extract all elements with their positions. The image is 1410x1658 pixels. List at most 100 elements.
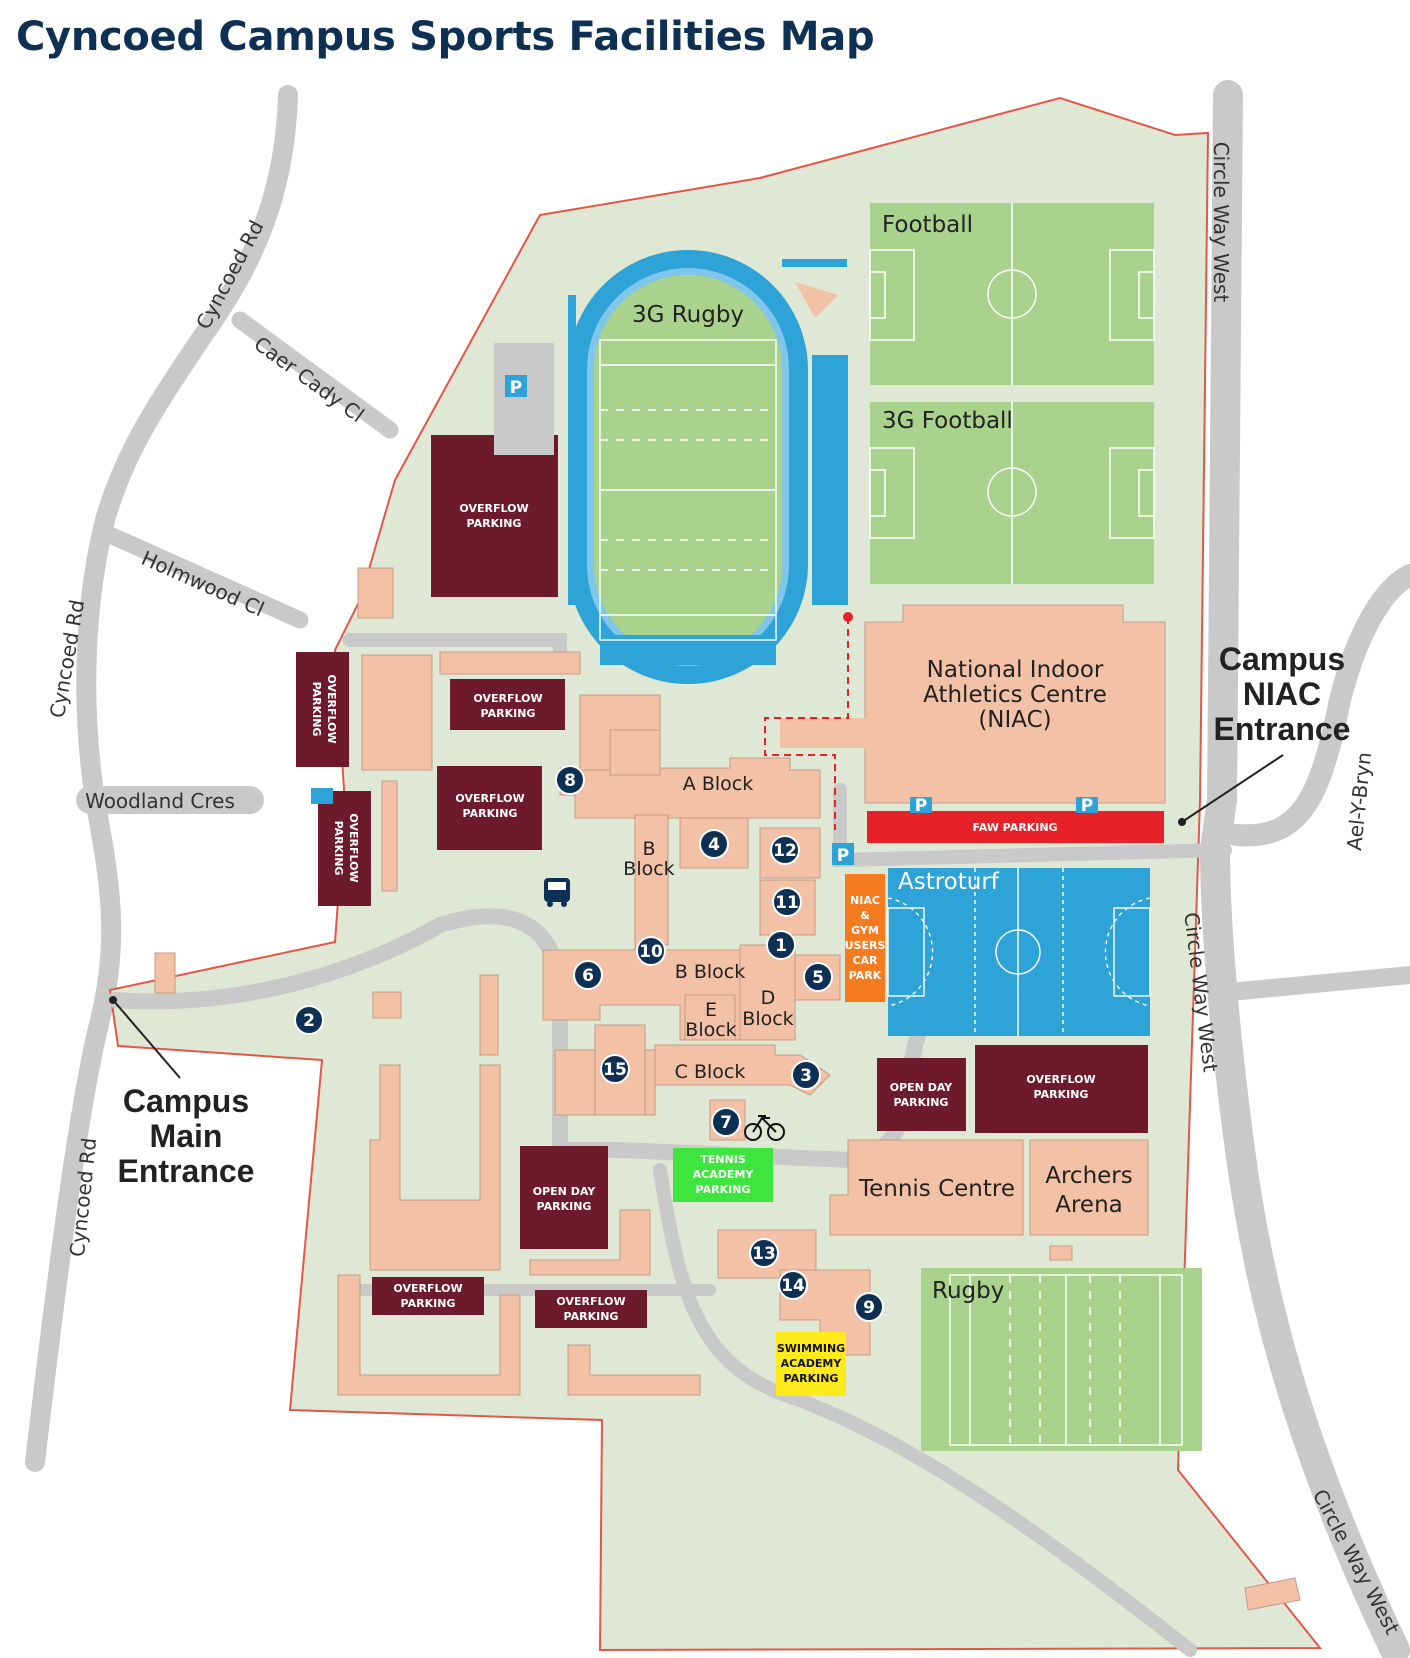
svg-text:12: 12	[773, 841, 797, 861]
archers-arena: Archers Arena	[1029, 1139, 1149, 1236]
parking-p-icon: P	[832, 843, 854, 866]
b-block-main-label: B Block	[675, 961, 745, 983]
svg-text:3: 3	[800, 1066, 812, 1086]
marker-12[interactable]: 12	[770, 835, 800, 865]
b-block-label-line1: B	[642, 838, 655, 860]
rugby-pitch: Rugby	[921, 1245, 1202, 1451]
marker-2[interactable]: 2	[294, 1005, 324, 1035]
e-block-label-line2: Block	[685, 1019, 736, 1041]
svg-text:2: 2	[303, 1011, 315, 1031]
svg-text:OPEN DAY: OPEN DAY	[533, 1185, 597, 1198]
marker-7[interactable]: 7	[711, 1107, 741, 1137]
marker-14[interactable]: 14	[778, 1270, 808, 1300]
overflow-parking-vertical-1: OVERFLOW PARKING	[296, 652, 349, 767]
faw-parking-label: FAW PARKING	[972, 821, 1057, 834]
football-label: Football	[882, 212, 973, 238]
main-entrance-line3: Entrance	[118, 1153, 255, 1189]
swimming-academy-parking: SWIMMING ACADEMY PARKING	[776, 1332, 846, 1396]
svg-text:OVERFLOW: OVERFLOW	[455, 792, 524, 805]
svg-text:P: P	[837, 846, 849, 866]
open-day-parking-2: OPEN DAY PARKING	[520, 1146, 608, 1249]
svg-text:OPEN DAY: OPEN DAY	[890, 1081, 954, 1094]
niac-entrance-line1: Campus	[1219, 641, 1345, 677]
svg-text:9: 9	[863, 1298, 875, 1318]
svg-text:PARKING: PARKING	[463, 807, 518, 820]
svg-text:P: P	[915, 796, 927, 816]
svg-text:PARKING: PARKING	[310, 682, 323, 737]
overflow-parking-6: OVERFLOW PARKING	[535, 1290, 647, 1328]
niac-gym-line4: USERS	[845, 939, 886, 952]
marker-15[interactable]: 15	[600, 1054, 630, 1084]
overflow-parking-vertical-2: OVERFLOW PARKING	[318, 791, 371, 906]
residence-buildings	[154, 567, 1301, 1611]
external-roads	[25, 80, 1410, 1658]
d-block-building	[739, 944, 796, 1041]
niac-entrance-line2: NIAC	[1243, 676, 1321, 712]
svg-text:OVERFLOW: OVERFLOW	[325, 674, 338, 743]
marker-11[interactable]: 11	[772, 887, 802, 917]
svg-text:7: 7	[720, 1113, 732, 1133]
svg-text:OVERFLOW: OVERFLOW	[556, 1295, 625, 1308]
rugby-3g-label: 3G Rugby	[632, 302, 744, 328]
niac-gym-line6: PARK	[849, 969, 882, 982]
svg-text:OVERFLOW: OVERFLOW	[1026, 1073, 1095, 1086]
svg-text:4: 4	[708, 835, 720, 855]
marker-6[interactable]: 6	[573, 960, 603, 990]
archers-label-line2: Arena	[1055, 1192, 1123, 1218]
tennis-academy-parking: TENNIS ACADEMY PARKING	[673, 1148, 773, 1202]
link-road	[1221, 966, 1410, 1001]
d-block-label-line1: D	[761, 987, 776, 1009]
track-straight-east	[812, 355, 848, 605]
niac-label-line3: (NIAC)	[978, 707, 1051, 733]
svg-text:ACADEMY: ACADEMY	[693, 1168, 755, 1181]
ael-y-bryn-road	[1225, 564, 1410, 847]
svg-text:OVERFLOW: OVERFLOW	[393, 1282, 462, 1295]
svg-text:15: 15	[603, 1060, 627, 1080]
marker-13[interactable]: 13	[749, 1238, 779, 1268]
rugby-label: Rugby	[932, 1278, 1004, 1304]
svg-text:OVERFLOW: OVERFLOW	[347, 813, 360, 882]
marker-1[interactable]: 1	[766, 930, 796, 960]
marker-10[interactable]: 10	[636, 936, 666, 966]
svg-text:13: 13	[752, 1244, 776, 1264]
niac-label-line1: National Indoor	[927, 657, 1104, 683]
parking-p-icon	[311, 788, 333, 804]
football-3g-label: 3G Football	[882, 408, 1013, 434]
overflow-parking-3: OVERFLOW PARKING	[437, 766, 542, 850]
rugby-3g-stadium: 3G Rugby	[568, 250, 848, 684]
svg-text:OVERFLOW: OVERFLOW	[459, 502, 528, 515]
svg-text:ACADEMY: ACADEMY	[781, 1357, 843, 1370]
marker-4[interactable]: 4	[699, 829, 729, 859]
map-title: Cyncoed Campus Sports Facilities Map	[16, 14, 875, 60]
marker-8[interactable]: 8	[555, 765, 585, 795]
cyncoed-rd-road	[25, 85, 298, 1472]
marker-9[interactable]: 9	[854, 1292, 884, 1322]
track-stand-left	[568, 295, 576, 605]
niac-entrance-callout: Campus NIAC Entrance	[1178, 641, 1350, 826]
main-entrance-line2: Main	[150, 1118, 223, 1154]
road-label-ael-y-bryn: Ael-Y-Bryn	[1342, 751, 1376, 852]
svg-text:TENNIS: TENNIS	[700, 1153, 746, 1166]
road-label-circle-way-top: Circle Way West	[1209, 142, 1233, 303]
svg-text:8: 8	[564, 771, 576, 791]
svg-text:5: 5	[812, 968, 824, 988]
holmwood-road	[101, 526, 309, 629]
road-label-circle-way-bottom: Circle Way West	[1308, 1485, 1405, 1638]
svg-text:P: P	[1081, 796, 1093, 816]
bicycle-icon	[744, 1115, 785, 1141]
niac-entrance-line3: Entrance	[1214, 711, 1351, 747]
svg-text:14: 14	[781, 1276, 805, 1296]
svg-text:1: 1	[775, 936, 787, 956]
marker-3[interactable]: 3	[791, 1060, 821, 1090]
marker-5[interactable]: 5	[803, 962, 833, 992]
facility-markers: 1 2 3 4 5 6 7 8 9 10 11 12 13 14 15	[294, 765, 884, 1322]
rugby-3g-lines	[599, 339, 777, 641]
niac-route-dot	[843, 612, 853, 622]
football-pitch: Football	[869, 203, 1155, 385]
archers-label-line1: Archers	[1045, 1163, 1133, 1189]
c-block-label: C Block	[675, 1061, 746, 1083]
svg-text:SWIMMING: SWIMMING	[777, 1342, 845, 1355]
svg-text:PARKING: PARKING	[564, 1310, 619, 1323]
a-block-annex-2	[609, 729, 661, 776]
